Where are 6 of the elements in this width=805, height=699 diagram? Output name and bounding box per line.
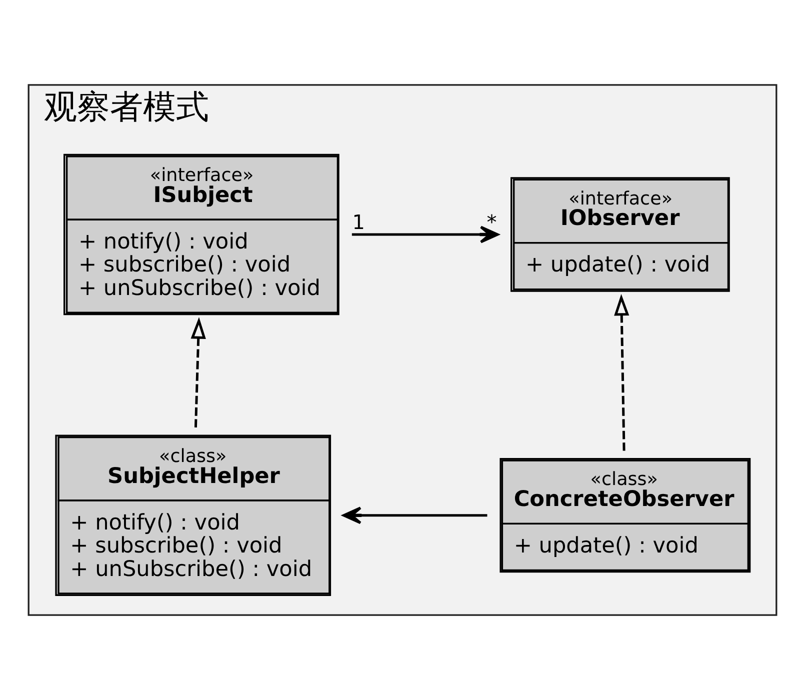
label: 1 (352, 209, 365, 234)
arrow (190, 316, 206, 428)
arrow (614, 293, 630, 452)
arrow (352, 225, 499, 243)
label: * (486, 209, 497, 234)
arrow (342, 506, 488, 524)
